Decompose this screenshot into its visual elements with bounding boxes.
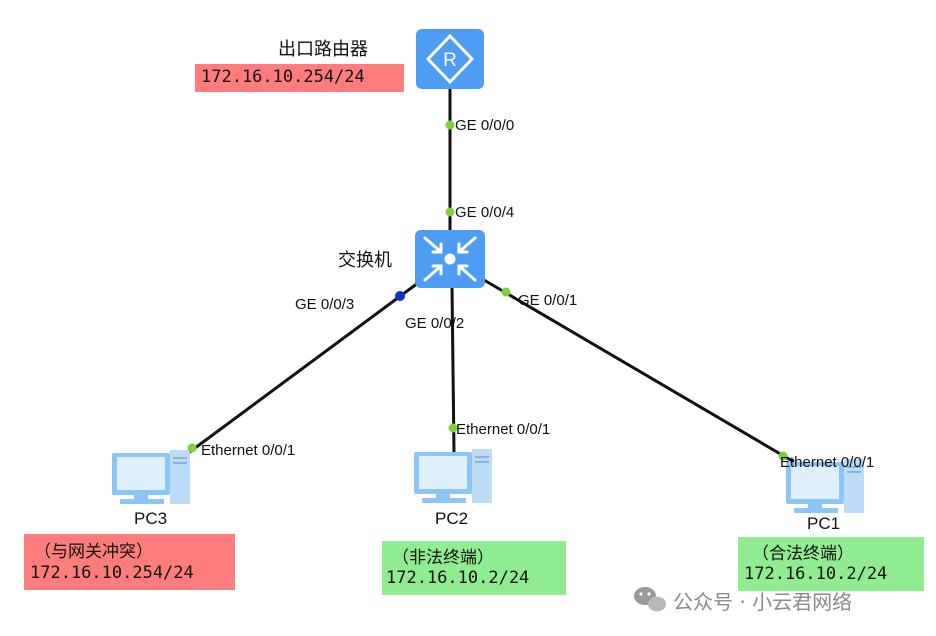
port-dot-pc1-eth — [778, 451, 788, 461]
pc3-port-label: Ethernet 0/0/1 — [201, 442, 296, 459]
wechat-icon — [634, 587, 666, 612]
pc1-icon[interactable] — [786, 459, 864, 513]
port-dot-pc3-eth — [187, 443, 197, 453]
pc1-name: PC1 — [807, 514, 841, 533]
pc3-note: （与网关冲突） — [34, 542, 153, 562]
switch-port-uplink-label: GE 0/0/4 — [455, 204, 515, 221]
pc1-info-box: （合法终端） 172.16.10.2/24 — [738, 537, 924, 591]
pc3-name: PC3 — [134, 509, 168, 528]
router-ip-box: 172.16.10.254/24 — [195, 64, 404, 92]
router-port-label: GE 0/0/0 — [455, 117, 515, 134]
switch-port-pc3-label: GE 0/0/3 — [295, 296, 355, 313]
svg-text:R: R — [443, 50, 457, 71]
pc2-icon[interactable] — [414, 449, 492, 503]
switch-name: 交换机 — [338, 250, 392, 271]
port-dot-pc2-eth — [448, 423, 458, 433]
link-switch-pc1 — [483, 278, 795, 464]
pc1-port-label: Ethernet 0/0/1 — [780, 454, 875, 471]
pc1-ip: 172.16.10.2/24 — [744, 564, 888, 584]
router-name: 出口路由器 — [278, 39, 368, 60]
router-icon[interactable]: R — [416, 29, 484, 89]
switch-port-pc2-label: GE 0/0/2 — [405, 315, 465, 332]
pc3-icon[interactable] — [112, 450, 190, 504]
pc2-port-label: Ethernet 0/0/1 — [456, 421, 551, 438]
link-switch-pc3 — [167, 278, 423, 470]
pc2-name: PC2 — [435, 509, 469, 528]
watermark-text: 公众号 · 小云君网络 — [673, 590, 853, 614]
pc2-ip: 172.16.10.2/24 — [386, 568, 530, 588]
router-ip: 172.16.10.254/24 — [201, 67, 365, 87]
pc2-note: （非法终端） — [392, 548, 494, 568]
port-dot-switch-ge004 — [445, 207, 455, 217]
port-dot-router-ge000 — [445, 120, 455, 130]
pc1-note: （合法终端） — [752, 544, 854, 564]
switch-port-pc1-label: GE 0/0/1 — [518, 292, 578, 309]
pc3-ip: 172.16.10.254/24 — [30, 563, 194, 583]
switch-icon[interactable] — [415, 230, 485, 288]
port-dot-switch-ge001 — [501, 287, 511, 297]
pc3-info-box: （与网关冲突） 172.16.10.254/24 — [24, 534, 235, 590]
port-dot-switch-ge003 — [395, 291, 405, 301]
pc2-info-box: （非法终端） 172.16.10.2/24 — [382, 541, 566, 595]
